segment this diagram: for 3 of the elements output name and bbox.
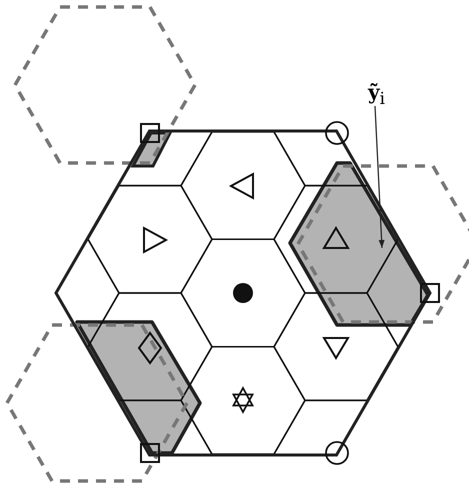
symbol-label: ỹ$_{i}$: [368, 80, 385, 111]
shaded-region: [288, 161, 430, 327]
leader-line: [374, 106, 385, 248]
